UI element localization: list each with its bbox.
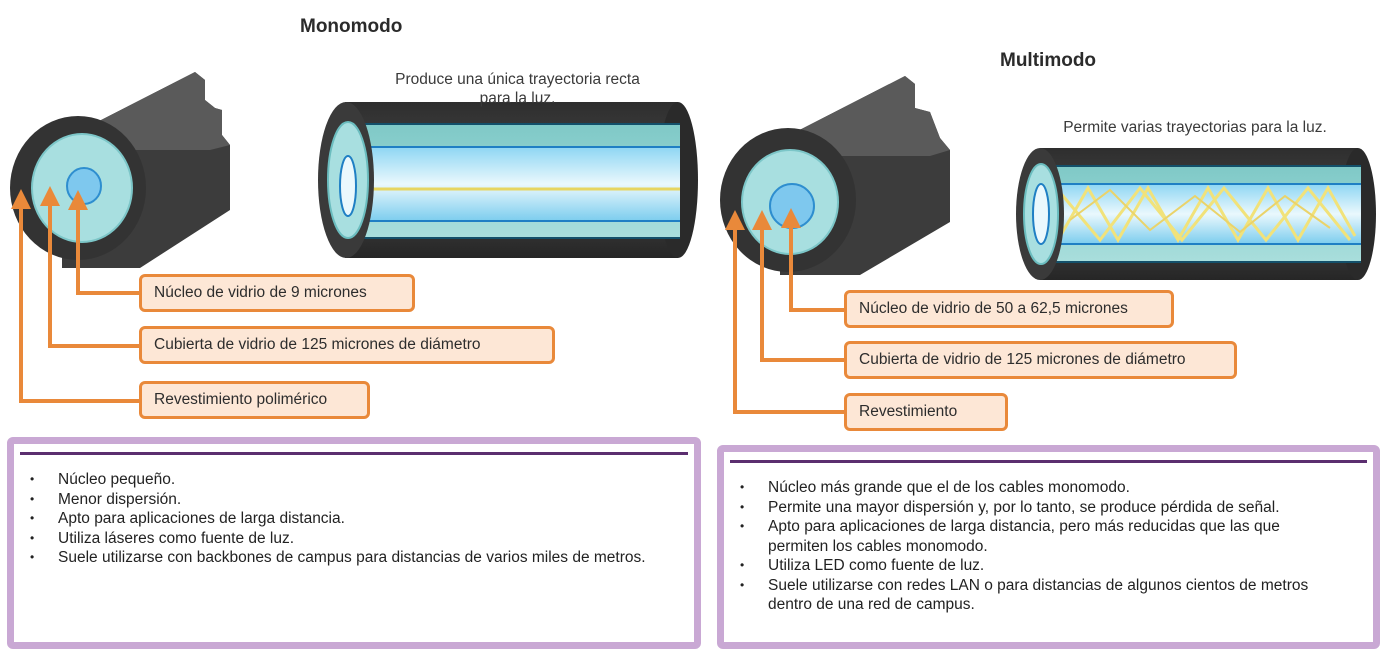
list-item: Utiliza LED como fuente de luz. xyxy=(734,556,1363,576)
multimode-title: Multimodo xyxy=(1000,50,1097,71)
list-item: Utiliza láseres como fuente de luz. xyxy=(24,529,684,549)
multimode-characteristics-panel: Núcleo más grande que el de los cables m… xyxy=(717,445,1380,649)
multimode-cable-side xyxy=(1016,148,1376,280)
singlemode-caption-line1: Produce una única trayectoria recta xyxy=(395,71,640,88)
singlemode-caption: Produce una única trayectoria recta para… xyxy=(330,70,705,108)
panel-divider xyxy=(20,452,688,455)
singlemode-bullet-list: Núcleo pequeño. Menor dispersión. Apto p… xyxy=(24,470,684,568)
multimode-bullet-list: Núcleo más grande que el de los cables m… xyxy=(734,478,1363,615)
multimode-cladding-callout: Cubierta de vidrio de 125 micrones de di… xyxy=(844,341,1237,379)
singlemode-caption-line2: para la luz. xyxy=(479,90,556,107)
list-item: Permite una mayor dispersión y, por lo t… xyxy=(734,498,1363,518)
singlemode-cable-end xyxy=(10,72,230,268)
singlemode-cable-side xyxy=(318,102,698,258)
multimode-core-callout: Núcleo de vidrio de 50 a 62,5 micrones xyxy=(844,290,1174,328)
list-item: Apto para aplicaciones de larga distanci… xyxy=(24,509,684,529)
multimode-coating-callout: Revestimiento xyxy=(844,393,1008,431)
multimode-caption: Permite varias trayectorias para la luz. xyxy=(1063,119,1327,136)
singlemode-characteristics-panel: Núcleo pequeño. Menor dispersión. Apto p… xyxy=(7,437,701,649)
list-item: Apto para aplicaciones de larga distanci… xyxy=(734,517,1363,556)
singlemode-coating-callout: Revestimiento polimérico xyxy=(139,381,370,419)
singlemode-cladding-leader xyxy=(40,186,141,348)
singlemode-coating-leader xyxy=(11,189,141,403)
singlemode-core-leader xyxy=(68,190,141,295)
list-item: Núcleo más grande que el de los cables m… xyxy=(734,478,1363,498)
multimode-cladding-leader xyxy=(752,210,846,362)
list-item: Núcleo pequeño. xyxy=(24,470,684,490)
panel-divider xyxy=(730,460,1367,463)
multimode-cable-end xyxy=(720,76,950,275)
singlemode-core-callout: Núcleo de vidrio de 9 micrones xyxy=(139,274,415,312)
list-item: Suele utilizarse con backbones de campus… xyxy=(24,548,684,568)
multimode-coating-leader xyxy=(725,210,846,414)
list-item: Suele utilizarse con redes LAN o para di… xyxy=(734,576,1363,615)
multimode-core-leader xyxy=(781,208,846,312)
singlemode-title: Monomodo xyxy=(300,16,403,37)
singlemode-cladding-callout: Cubierta de vidrio de 125 micrones de di… xyxy=(139,326,555,364)
list-item: Menor dispersión. xyxy=(24,490,684,510)
